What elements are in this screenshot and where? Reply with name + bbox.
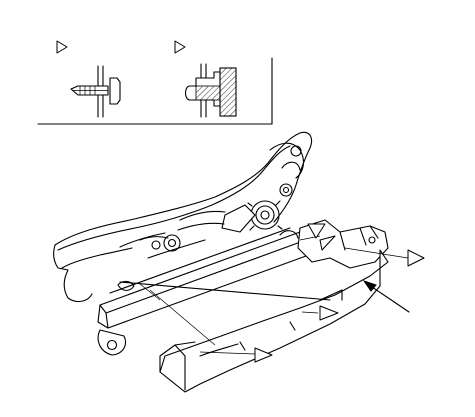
arrow-head <box>362 280 377 292</box>
bracket-clip-cross-section-view <box>174 40 237 118</box>
spring <box>139 236 169 241</box>
rail-front-flange <box>97 304 109 329</box>
side-shield-outer <box>119 249 389 393</box>
recliner-plate <box>269 142 305 179</box>
triangle-marker <box>307 223 326 239</box>
clip-head <box>109 77 121 105</box>
leader-lines <box>139 235 409 355</box>
front-mounting-bracket <box>97 329 127 356</box>
height-adjuster-mechanism <box>139 200 283 252</box>
seat-frame <box>53 131 313 303</box>
inset-frame <box>37 57 273 125</box>
recliner-pivot <box>290 145 302 157</box>
clip-cross-section-view <box>56 40 121 118</box>
recliner-bolt <box>279 183 293 197</box>
spring-hook <box>163 234 181 252</box>
rear-cover-clip <box>368 236 376 244</box>
triangle-marker <box>56 40 68 54</box>
seat-frame-front-corner <box>53 244 93 303</box>
triangle-marker <box>319 235 336 251</box>
pointer-arrow <box>362 280 410 313</box>
clip-hatched-section <box>195 85 221 101</box>
gear-teeth <box>247 200 283 231</box>
rail-inner-line <box>109 227 291 294</box>
shield-crease <box>199 343 239 357</box>
rear-trim-cover <box>297 219 389 269</box>
bracket-section <box>219 67 237 117</box>
shield-tab <box>319 289 343 301</box>
upper-rail-body <box>99 231 307 314</box>
shield-clip-seats <box>239 321 296 351</box>
triangle-marker <box>254 347 273 363</box>
seat-frame-lower-edge <box>57 145 291 251</box>
motor-housing <box>221 204 256 233</box>
shield-front-end <box>159 341 196 373</box>
callout-markers <box>254 223 425 363</box>
arrow-shaft <box>371 286 410 313</box>
seat-frame-upper-edge <box>54 131 313 246</box>
shield-front-fold <box>174 344 186 391</box>
drive-link <box>177 210 226 231</box>
inner-guide-line <box>119 281 331 301</box>
seat-frame-front-rib <box>61 247 133 269</box>
rail-rear-stop <box>279 230 299 239</box>
triangle-marker <box>407 249 425 267</box>
triangle-marker <box>319 305 339 321</box>
rear-cover-ribs <box>339 225 379 251</box>
inset-panel <box>37 40 273 125</box>
triangle-marker <box>174 40 186 54</box>
front-bolt-hole <box>106 339 118 351</box>
